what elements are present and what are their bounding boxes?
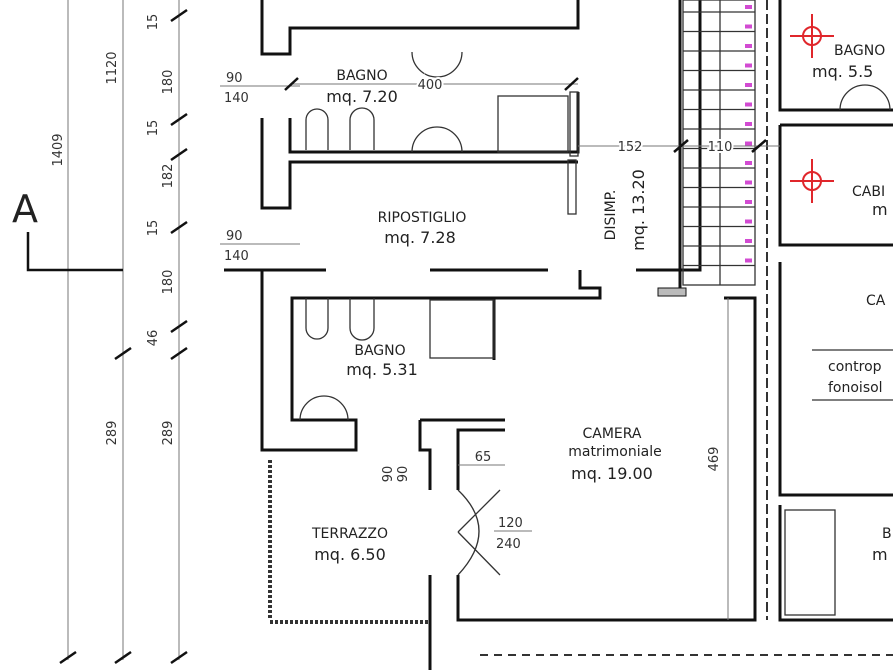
door-height: 240 bbox=[496, 537, 521, 552]
room-name: B bbox=[882, 526, 892, 542]
room-name: CAMERA bbox=[582, 426, 641, 442]
room-area: mq. 5.31 bbox=[346, 360, 418, 379]
dim-door-pair: 06 bbox=[378, 466, 393, 483]
wall-note: controp bbox=[828, 359, 882, 375]
room-name: TERRAZZO bbox=[311, 526, 388, 542]
room-area: mq. 5.5 bbox=[812, 62, 873, 81]
dim-terrace-left: 289 bbox=[105, 421, 120, 446]
room-name: BAGNO bbox=[336, 68, 387, 84]
room-name: CA bbox=[866, 293, 886, 309]
dim-chain: 180 bbox=[161, 70, 176, 95]
room-area: mq. 6.50 bbox=[314, 545, 386, 564]
stair-number-mark bbox=[745, 219, 752, 224]
room-name: RIPOSTIGLIO bbox=[378, 210, 467, 226]
dim-hall-width: 152 bbox=[618, 140, 643, 155]
room-area: mq. 7.28 bbox=[384, 228, 456, 247]
dimension-lines bbox=[59, 0, 188, 665]
room-area: mq. 7.20 bbox=[326, 87, 398, 106]
window-width: 90 bbox=[226, 71, 243, 86]
stair-number-mark bbox=[745, 5, 752, 9]
dim-chain: 46 bbox=[146, 330, 161, 347]
door-width: 120 bbox=[498, 516, 523, 531]
stair-number-mark bbox=[745, 161, 752, 165]
dim-total-height: 1409 bbox=[51, 133, 66, 166]
dim-terrace-right: 289 bbox=[161, 421, 176, 446]
dim-bedroom-depth: 469 bbox=[707, 447, 722, 472]
dim-door: 65 bbox=[475, 450, 492, 465]
stair-number-mark bbox=[745, 122, 752, 126]
staircase bbox=[657, 0, 756, 297]
section-label: A bbox=[12, 187, 38, 231]
stair-number-mark bbox=[745, 24, 752, 29]
stair-number-mark bbox=[745, 258, 752, 263]
stair-number-mark bbox=[745, 102, 752, 107]
room-area: m bbox=[872, 545, 888, 564]
window-height: 140 bbox=[224, 91, 249, 106]
room-area: mq. 19.00 bbox=[571, 464, 653, 483]
dim-chain: 180 bbox=[161, 270, 176, 295]
dim-chain: 15 bbox=[146, 120, 161, 137]
room-name: BAGNO bbox=[354, 343, 405, 359]
dim-chain: 15 bbox=[146, 14, 161, 31]
stair-number-mark bbox=[745, 83, 752, 87]
dim-partial-height: 1120 bbox=[105, 51, 120, 84]
window-width: 90 bbox=[226, 229, 243, 244]
room-subtitle: matrimoniale bbox=[568, 444, 661, 460]
dim-door-pair: 06 bbox=[393, 466, 408, 483]
room-area: mq. 13.20 bbox=[629, 169, 648, 251]
stair-number-mark bbox=[745, 200, 752, 204]
fixture-symbol bbox=[790, 14, 834, 203]
stair-number-mark bbox=[745, 239, 752, 243]
stair-number-mark bbox=[745, 180, 752, 185]
room-name: BAGNO bbox=[834, 43, 885, 59]
dim-stair-width: 110 bbox=[708, 140, 733, 155]
stair-number-mark bbox=[745, 141, 752, 146]
dim-bath-width: 400 bbox=[418, 78, 443, 93]
window-height: 140 bbox=[224, 249, 249, 264]
stair-number-mark bbox=[745, 63, 752, 68]
room-name: DISIMP. bbox=[603, 190, 619, 241]
room-area: m bbox=[872, 200, 888, 219]
walls bbox=[224, 0, 893, 670]
room-name: CABI bbox=[852, 184, 885, 200]
wall-note: fonoisol bbox=[828, 380, 883, 396]
stair-number-mark bbox=[745, 44, 752, 48]
section-marker: A bbox=[12, 187, 123, 272]
fixtures bbox=[299, 51, 891, 616]
dim-chain: 15 bbox=[146, 220, 161, 237]
dim-chain: 182 bbox=[161, 164, 176, 189]
